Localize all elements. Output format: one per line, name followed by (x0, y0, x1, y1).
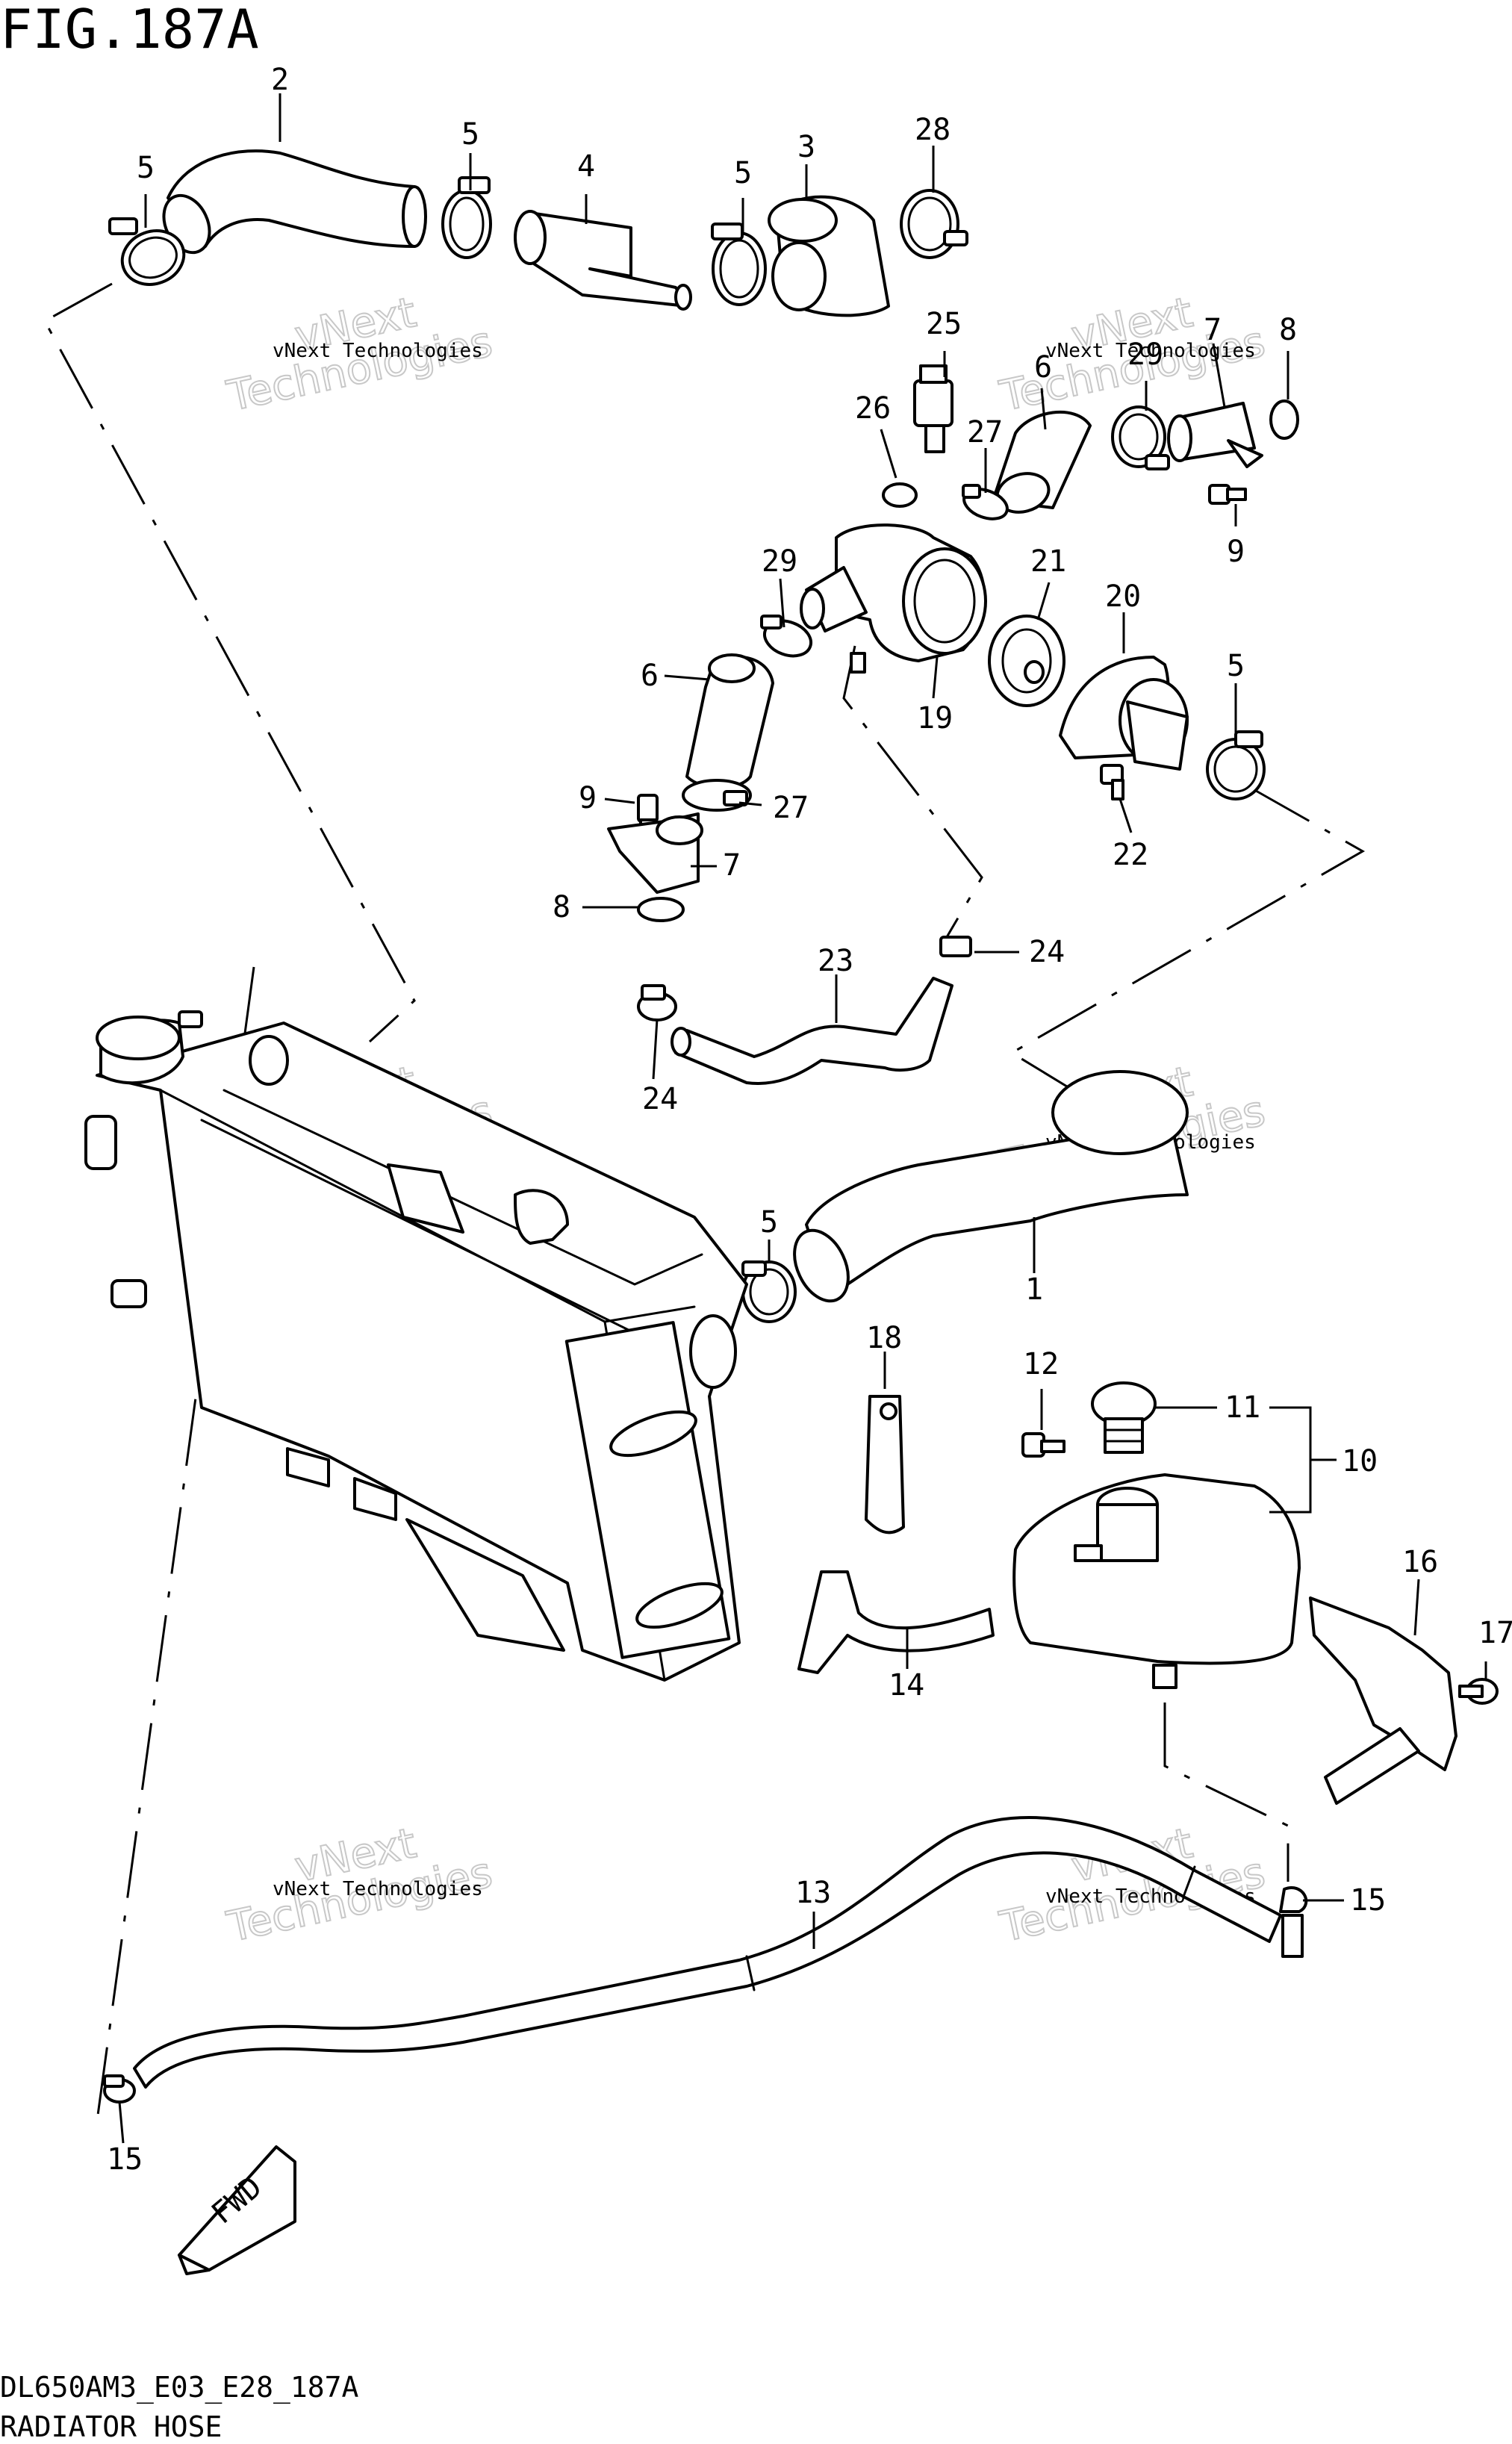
part-29-clamp-mid (760, 615, 812, 658)
callout-label: 9 (1227, 535, 1245, 569)
callout-label: 18 (866, 1321, 902, 1355)
callout-label: 2 (271, 63, 289, 97)
callout-label: 1 (1025, 1272, 1043, 1307)
part-18-strap (865, 1395, 905, 1535)
part-8-oring-upper (1269, 399, 1299, 440)
part-11-cap (1091, 1381, 1157, 1454)
callout-label: 26 (855, 391, 891, 426)
watermark-text: vNext Technologies (273, 340, 483, 362)
part-25-sensor (913, 364, 953, 453)
part-5-clamp (108, 217, 186, 286)
callout-label: 20 (1105, 579, 1141, 614)
callout-label: 21 (1030, 544, 1066, 579)
callout-label: 19 (917, 701, 953, 736)
part-12-screw (1021, 1432, 1065, 1458)
callout-label: 5 (137, 151, 155, 185)
callout-label: 7 (723, 848, 741, 883)
callout-label: 5 (734, 156, 752, 190)
part-24-clip-left (637, 984, 677, 1022)
part-6-hose-upper (992, 410, 1092, 514)
part-7-fitting-upper (1167, 402, 1263, 468)
callout-label: 4 (577, 149, 595, 184)
part-14-overflow-hose (797, 1570, 995, 1674)
watermark-text: vNext Technologies (1045, 340, 1256, 362)
callout-label: 6 (1034, 350, 1052, 385)
part-15-clamp-right (1279, 1886, 1308, 1958)
callout-label: 7 (1204, 313, 1222, 347)
part-26-washer (882, 482, 918, 508)
assembly-line (842, 645, 983, 942)
part-1-lower-hose (793, 1070, 1189, 1303)
callout-label: 23 (818, 944, 853, 978)
callout-label: 25 (926, 307, 962, 341)
callout-label: 8 (553, 890, 570, 924)
part-20-cover (1059, 656, 1189, 771)
fwd-arrow: FWD (178, 2145, 296, 2275)
callout-label: 17 (1478, 1616, 1512, 1650)
part-19-thermostat-housing (800, 523, 987, 674)
callout-label: 16 (1402, 1545, 1438, 1579)
callout-label: 28 (915, 113, 951, 147)
callout-label: 24 (642, 1082, 678, 1116)
part-9-bolt-upper (1208, 484, 1247, 505)
callout-label: 29 (762, 544, 797, 579)
callout-label: 8 (1279, 313, 1297, 347)
part-16-bracket (1309, 1596, 1457, 1805)
part-3-elbow (768, 195, 890, 317)
assembly-line (1163, 1703, 1289, 1882)
figure-title: FIG.187A (0, 0, 259, 60)
callout-label: 11 (1225, 1390, 1260, 1425)
callout-label: 24 (1029, 935, 1065, 969)
part-5-clamp (741, 1260, 797, 1323)
callout-label: 9 (579, 781, 597, 815)
callout-label: 27 (967, 415, 1003, 450)
callout-label: 14 (889, 1668, 924, 1703)
part-4-pipe (514, 210, 692, 311)
part-5-clamp (711, 223, 767, 306)
callout-label: 22 (1113, 838, 1148, 872)
part-2-upper-hose (162, 149, 427, 255)
part-29-clamp-upper (1111, 405, 1170, 470)
part-5-clamp (441, 176, 492, 259)
part-13-long-hose (133, 1816, 1282, 2089)
callout-label: 3 (797, 130, 815, 164)
callout-label: 5 (1227, 649, 1245, 683)
part-23-bypass-hose (671, 977, 953, 1085)
callout-label: 5 (760, 1205, 778, 1240)
callout-label: 5 (461, 117, 479, 152)
assembly-line (43, 282, 416, 1043)
part-21-thermostat (988, 615, 1065, 707)
callout-labels: 2 5 5 4 5 3 28 25 26 27 6 29 7 8 9 29 21… (107, 63, 1512, 2177)
watermark-bottom-left: Technologies vNext vNext Technologies (222, 1818, 497, 1953)
part-22-bolt (1100, 764, 1124, 800)
part-7-fitting-lower (607, 812, 703, 894)
part-27-clamp-lower (682, 779, 752, 812)
callout-label: 6 (641, 659, 659, 693)
callout-label: 12 (1023, 1347, 1059, 1381)
callout-label: 15 (1350, 1883, 1386, 1918)
assembly-line (1009, 786, 1366, 1107)
part-27-clamp-upper (962, 484, 1009, 520)
part-10-reservoir (1012, 1473, 1301, 1689)
callout-label: 15 (107, 2142, 143, 2177)
watermark-text: vNext Technologies (273, 1878, 483, 1900)
callout-label: 27 (773, 791, 809, 825)
part-24-clip-right (939, 936, 972, 957)
radiator (84, 1010, 748, 1682)
watermark-top-left: Technologies vNext vNext Technologies (222, 287, 497, 422)
leader-lines (118, 93, 1487, 2144)
part-28-clamp (900, 189, 968, 259)
part-15-clamp-left (103, 2074, 136, 2103)
callout-label: 13 (795, 1876, 831, 1910)
callout-label: 29 (1127, 338, 1163, 372)
callout-label: 10 (1342, 1444, 1378, 1478)
figure-code: DL650AM3_E03_E28_187A (0, 2371, 359, 2404)
part-8-oring-lower (637, 897, 685, 922)
part-6-hose-lower (685, 653, 774, 789)
figure-caption: RADIATOR HOSE (0, 2410, 222, 2443)
part-17-bolt (1458, 1678, 1499, 1705)
